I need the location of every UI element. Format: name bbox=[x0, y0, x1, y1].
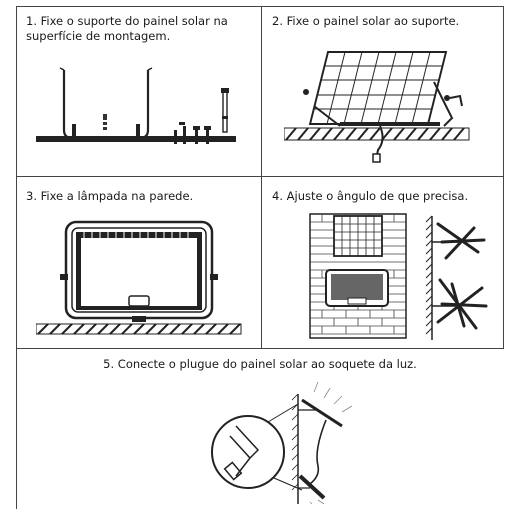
grid-line-row2 bbox=[16, 348, 504, 349]
plug-connection-illustration bbox=[206, 380, 366, 504]
brick-wall-illustration bbox=[304, 212, 412, 340]
grid-line-left bbox=[16, 6, 17, 509]
step-2-caption: 2. Fixe o painel solar ao suporte. bbox=[272, 14, 460, 28]
step-4-caption: 4. Ajuste o ângulo de que precisa. bbox=[272, 189, 469, 203]
instruction-sheet: 1. Fixe o suporte do painel solar na sup… bbox=[16, 6, 504, 509]
lamp-on-wall-illustration bbox=[36, 216, 246, 344]
grid-line-mid bbox=[261, 6, 262, 348]
grid-line-row1 bbox=[16, 176, 504, 177]
step-1-caption: 1. Fixe o suporte do painel solar na sup… bbox=[26, 14, 228, 43]
angle-adjust-illustration bbox=[424, 214, 496, 342]
step-3-caption: 3. Fixe a lâmpada na parede. bbox=[26, 189, 194, 203]
step-5-caption: 5. Conecte o plugue do painel solar ao s… bbox=[103, 357, 417, 371]
grid-line-right bbox=[503, 6, 504, 348]
panel-on-bracket-illustration bbox=[284, 46, 474, 170]
grid-line-top bbox=[16, 6, 504, 7]
bracket-illustration bbox=[36, 64, 241, 154]
